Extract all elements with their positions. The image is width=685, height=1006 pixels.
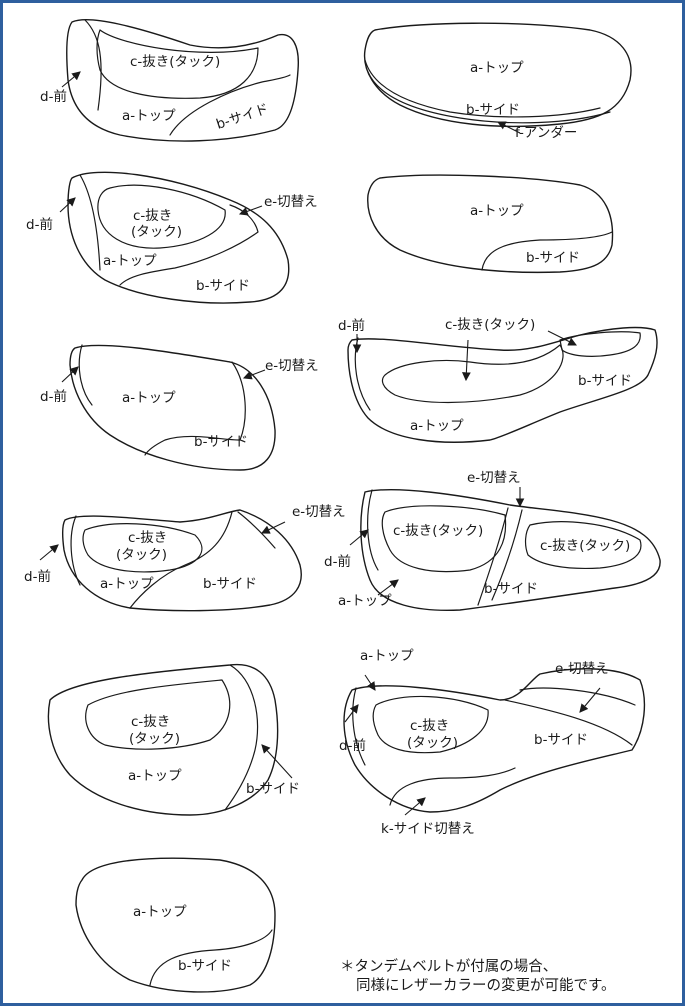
label-2-1: b-サイド [466,102,520,118]
seat-11: a-トップ b-サイド [75,857,276,993]
label-7-0: e-切替え [292,504,346,520]
label-8-5: b-サイド [484,581,538,597]
label-5-1: d-前 [40,388,67,405]
label-5-3: b-サイド [194,434,248,450]
label-2-0: a-トップ [470,60,524,76]
label-7-5: b-サイド [203,576,257,592]
label-10-3: (タック) [407,735,458,751]
label-3-2: e-切替え [264,194,318,210]
label-8-4: a-トップ [338,593,392,609]
label-7-3: d-前 [24,568,51,585]
label-6-3: a-トップ [410,418,464,434]
label-7-2: (タック) [116,547,167,563]
label-10-5: d-前 [339,737,366,754]
note-line-2: 同様にレザーカラーの変更が可能です。 [356,978,616,994]
label-11-1: b-サイド [178,958,232,974]
label-1-2: a-トップ [122,108,176,124]
seat-3: c-抜き (タック) e-切替え d-前 a-トップ b-サイド [26,171,318,304]
seat-6: c-抜き(タック) d-前 b-サイド a-トップ [338,317,658,443]
label-10-6: k-サイド切替え [381,821,475,837]
label-3-4: a-トップ [103,253,157,269]
seat-8: e-切替え c-抜き(タック) c-抜き(タック) d-前 a-トップ b-サイ… [324,470,661,612]
seat-7: e-切替え c-抜き (タック) d-前 a-トップ b-サイド [24,504,346,612]
label-8-2: c-抜き(タック) [540,538,630,554]
seat-1: c-抜き(タック) d-前 a-トップ b-サイド [40,19,299,142]
label-9-1: (タック) [129,731,180,747]
label-1-0: c-抜き(タック) [130,54,220,70]
label-5-2: a-トップ [122,390,176,406]
label-8-1: c-抜き(タック) [393,523,483,539]
seat-2: a-トップ b-サイド f-アンダー [363,22,632,141]
seat-4: a-トップ b-サイド [367,174,614,274]
tandem-belt-note: ＊タンデムベルトが付属の場合、同様にレザーカラーの変更が可能です。 [340,958,680,996]
label-1-1: d-前 [40,88,67,105]
label-3-0: c-抜き [133,208,172,224]
seat-9: c-抜き (タック) a-トップ b-サイド [47,663,300,816]
label-10-4: b-サイド [534,732,588,748]
label-3-1: (タック) [131,224,182,240]
label-10-1: e-切替え [555,661,609,677]
label-9-0: c-抜き [131,714,170,730]
label-6-0: c-抜き(タック) [445,317,535,333]
label-6-2: b-サイド [578,373,632,389]
note-line-1: ＊タンデムベルトが付属の場合、 [340,959,558,975]
label-7-1: c-抜き [128,530,167,546]
label-9-2: a-トップ [128,768,182,784]
label-10-0: a-トップ [360,648,414,664]
label-10-2: c-抜き [410,718,449,734]
label-4-0: a-トップ [470,203,524,219]
label-8-0: e-切替え [467,470,521,486]
label-11-0: a-トップ [133,904,187,920]
label-8-3: d-前 [324,553,351,570]
label-7-4: a-トップ [100,576,154,592]
label-3-5: b-サイド [196,278,250,294]
label-5-0: e-切替え [265,358,319,374]
label-3-3: d-前 [26,216,53,233]
label-2-2: f-アンダー [515,125,577,141]
label-4-1: b-サイド [526,250,580,266]
label-9-3: b-サイド [246,781,300,797]
seat-10: a-トップ e-切替え c-抜き (タック) b-サイド d-前 k-サイド切替… [339,648,646,837]
seat-5: e-切替え d-前 a-トップ b-サイド [40,344,319,471]
label-6-1: d-前 [338,317,365,334]
